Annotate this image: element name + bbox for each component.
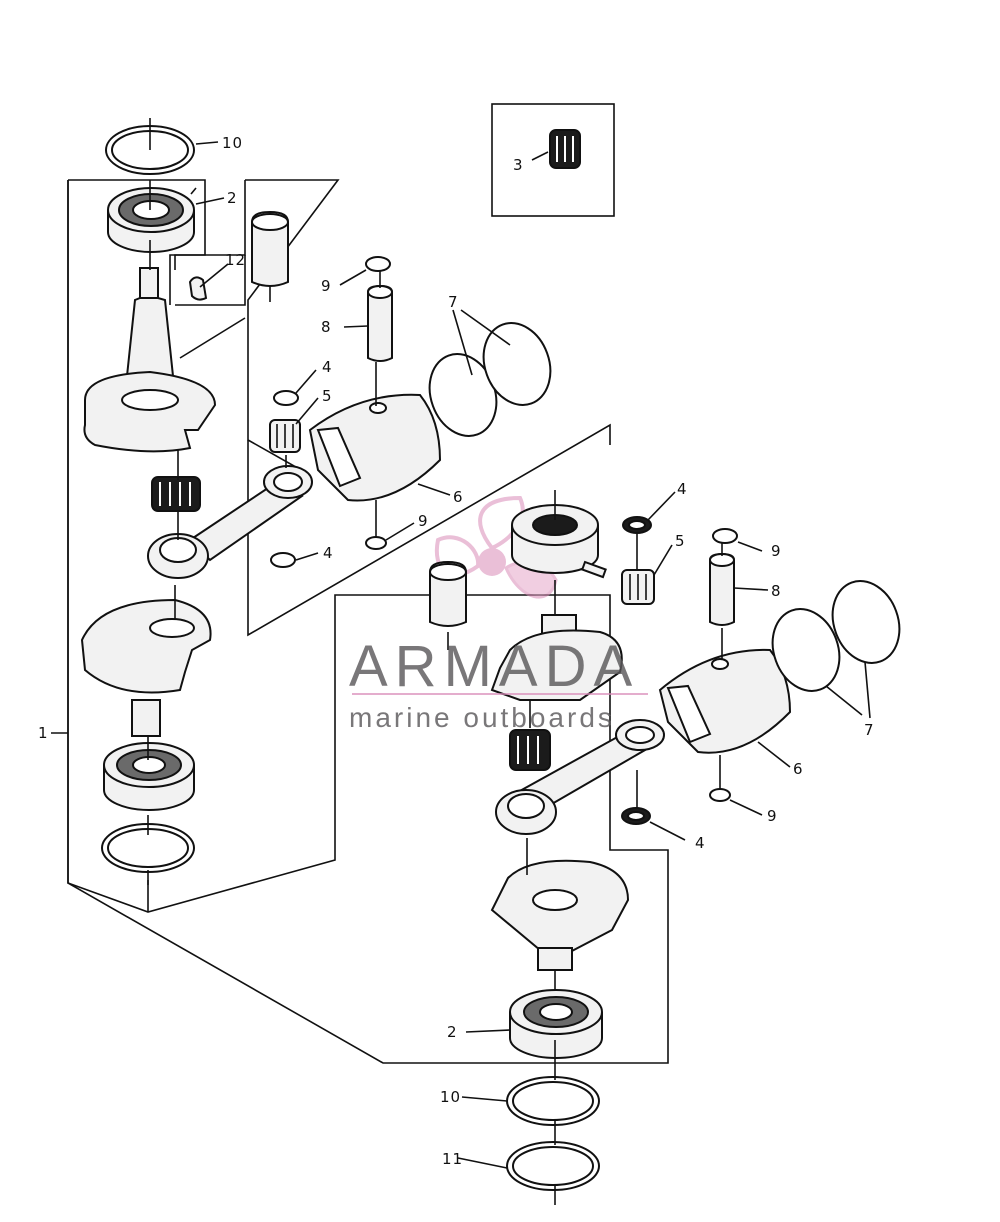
callout-labels: 10 2 12 3 9 8 7 4 5 6 9 4 1 4 5 9 8 7 6 … bbox=[38, 134, 875, 1168]
crankcase-seal-housing bbox=[511, 504, 607, 579]
piston-rings-7-b bbox=[771, 580, 901, 692]
callout-7-b: 7 bbox=[864, 721, 875, 739]
callout-6-a: 6 bbox=[453, 488, 464, 506]
callout-8-a: 8 bbox=[321, 318, 332, 336]
leader-lines bbox=[51, 118, 871, 1205]
circlip-9-a bbox=[365, 256, 391, 272]
crankshaft-center-web bbox=[490, 614, 623, 701]
needle-bearing-left bbox=[151, 476, 201, 512]
callout-5-b: 5 bbox=[675, 532, 686, 550]
callout-11: 11 bbox=[442, 1150, 463, 1168]
callout-1: 1 bbox=[38, 724, 49, 742]
needle-bearing-5-b bbox=[621, 569, 655, 605]
circlip-9-b bbox=[365, 536, 387, 550]
callout-4-a: 4 bbox=[322, 358, 333, 376]
circlip-ring-11 bbox=[506, 1141, 600, 1191]
callout-4-d: 4 bbox=[695, 834, 706, 852]
thrust-washer-4-b bbox=[270, 552, 296, 568]
woodruff-key-12 bbox=[188, 276, 208, 301]
callout-4-c: 4 bbox=[677, 480, 688, 498]
callout-2-top: 2 bbox=[227, 189, 238, 207]
callout-9-b: 9 bbox=[418, 512, 429, 530]
crank-pin-center bbox=[429, 560, 467, 627]
connecting-rod-right bbox=[495, 719, 665, 835]
callout-9-a: 9 bbox=[321, 277, 332, 295]
callout-5-a: 5 bbox=[322, 387, 333, 405]
assembly-boundary bbox=[67, 179, 669, 1064]
callout-7-a: 7 bbox=[448, 293, 459, 311]
ball-bearing-2-top bbox=[107, 187, 197, 253]
thrust-washer-4-c bbox=[622, 516, 652, 534]
callout-9-c: 9 bbox=[771, 542, 782, 560]
callout-6-b: 6 bbox=[793, 760, 804, 778]
crankshaft-upper-web bbox=[83, 267, 217, 453]
crank-pin-top bbox=[251, 210, 289, 287]
watermark-subtitle: marine outboards bbox=[349, 702, 615, 733]
callout-8-b: 8 bbox=[771, 582, 782, 600]
callout-9-d: 9 bbox=[767, 807, 778, 825]
crankshaft-lower-web-right bbox=[490, 859, 630, 971]
thrust-washer-4-d bbox=[621, 807, 651, 825]
callout-12: 12 bbox=[225, 251, 246, 269]
needle-bearing-right bbox=[509, 729, 551, 771]
armada-logo bbox=[434, 495, 558, 599]
circlip-9-c bbox=[712, 528, 738, 544]
callout-4-b: 4 bbox=[323, 544, 334, 562]
watermark: ARMADA marine outboards bbox=[349, 634, 648, 733]
piston-6-b bbox=[658, 648, 792, 754]
ball-bearing-2-bottom bbox=[509, 989, 603, 1059]
needle-bearing-5-a bbox=[269, 419, 301, 453]
piston-rings-7-a bbox=[428, 322, 552, 437]
piston-pin-8-a bbox=[367, 284, 393, 362]
ball-bearing-left-lower bbox=[103, 742, 195, 811]
piston-6-a bbox=[308, 393, 442, 502]
callout-2-bottom: 2 bbox=[447, 1023, 458, 1041]
thrust-washer-4-a bbox=[273, 390, 299, 406]
callout-3: 3 bbox=[513, 156, 524, 174]
watermark-title: ARMADA bbox=[349, 634, 639, 699]
circlip-ring-10-bottom bbox=[506, 1076, 600, 1126]
part-3-inset-box bbox=[491, 103, 615, 217]
callout-10-top: 10 bbox=[222, 134, 243, 152]
piston-pin-8-b bbox=[709, 552, 735, 626]
callout-10-bottom: 10 bbox=[440, 1088, 461, 1106]
needle-bearing-3 bbox=[549, 129, 581, 169]
circlip-9-d bbox=[709, 788, 731, 802]
connecting-rod-left bbox=[147, 465, 313, 579]
crankshaft-lower-web-left bbox=[80, 598, 212, 737]
